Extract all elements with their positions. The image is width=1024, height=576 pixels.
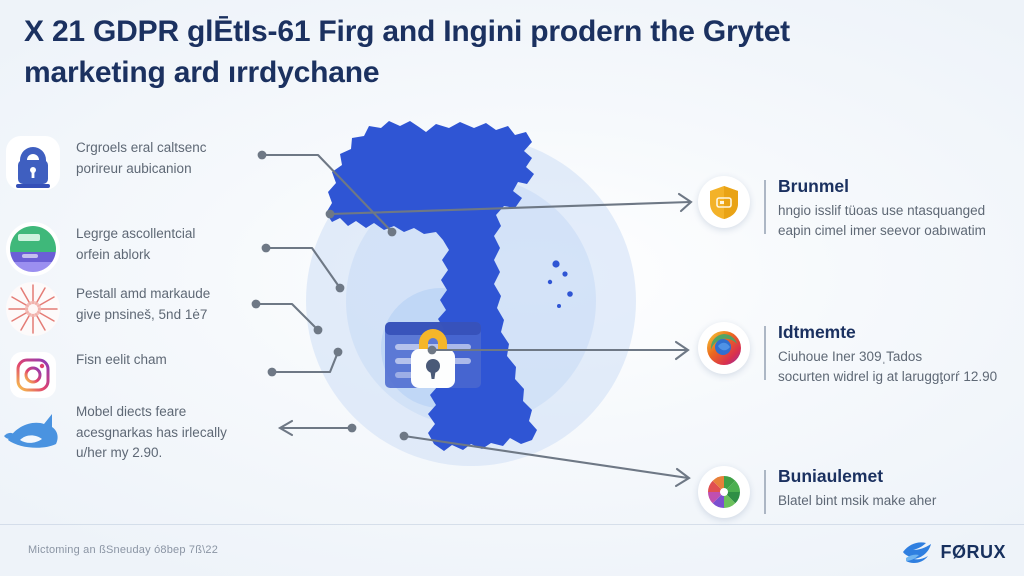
list-item[interactable]: Legrge ascollentcial orfein ablork bbox=[6, 218, 196, 280]
list-item[interactable]: Fisn eelit cham bbox=[10, 344, 167, 406]
footer-logo-text: FØRUX bbox=[940, 541, 1006, 562]
card-description: Blatel bint msik make aher bbox=[778, 492, 937, 508]
title-line-1: X 21 GDPR glĒtIs-61 Firg and Ingini prod… bbox=[24, 15, 790, 48]
list-item[interactable]: Mobel diects feare acesgnarkas has irlec… bbox=[4, 396, 227, 464]
list-item-text: Crgroels eral caltsenc porireur aubicani… bbox=[76, 140, 207, 176]
card-accent-bar bbox=[764, 180, 766, 234]
title-line-2: marketing ard ırrdychane bbox=[24, 55, 380, 89]
right-card[interactable]: Buniaulemet Blatel bint msik make aher bbox=[698, 466, 936, 518]
color-wheel-icon bbox=[698, 466, 750, 518]
instagram-icon bbox=[2, 344, 64, 406]
card-title: Buniaulemet bbox=[778, 466, 884, 486]
gold-shield-icon bbox=[698, 176, 750, 228]
right-card[interactable]: Brunmel hngio isslif tüoas use ntasquang… bbox=[698, 176, 986, 241]
left-item-list: Crgroels eral caltsenc porireur aubicani… bbox=[0, 0, 300, 576]
footer-logo: FØRUX bbox=[900, 538, 1007, 566]
vietnam-map-silhouette bbox=[318, 118, 648, 458]
card-title: Idtmemte bbox=[778, 322, 856, 342]
list-item-text: Mobel diects feare acesgnarkas has irlec… bbox=[76, 404, 227, 461]
list-item-text: Pestall amd markaude give pnsineš, 5nd 1… bbox=[76, 286, 211, 322]
footer-divider bbox=[0, 524, 1024, 525]
list-item-text: Legrge ascollentcial orfein ablork bbox=[76, 226, 196, 262]
list-item-text: Fisn eelit cham bbox=[76, 352, 167, 367]
list-item[interactable]: Crgroels eral caltsenc porireur aubicani… bbox=[6, 132, 207, 194]
card-description: hngio isslif tüoas use ntasquanged eapin… bbox=[778, 202, 986, 239]
card-accent-bar bbox=[764, 326, 766, 380]
blue-fish-icon bbox=[2, 396, 64, 458]
card-accent-bar bbox=[764, 470, 766, 514]
padlock-icon bbox=[2, 132, 64, 194]
card-title: Brunmel bbox=[778, 176, 849, 196]
list-item[interactable]: Pestall amd markaude give pnsineš, 5nd 1… bbox=[6, 278, 211, 340]
phoenix-bird-logo bbox=[902, 542, 931, 564]
green-badge-icon bbox=[2, 218, 64, 280]
page-title: X 21 GDPR glĒtIs-61 Firg and Ingini prod… bbox=[24, 12, 904, 94]
card-description: Ciuhoue Iner 309ˌTados socurten widrel i… bbox=[778, 348, 998, 385]
right-card[interactable]: Idtmemte Ciuhoue Iner 309ˌTados socurten… bbox=[698, 322, 997, 387]
document-lock-icon bbox=[381, 316, 485, 394]
footer-note: Mictoming an ßSneuday ó8bep 7ß\22 bbox=[28, 544, 219, 556]
starburst-icon bbox=[2, 278, 64, 340]
firefox-globe-icon bbox=[698, 322, 750, 374]
